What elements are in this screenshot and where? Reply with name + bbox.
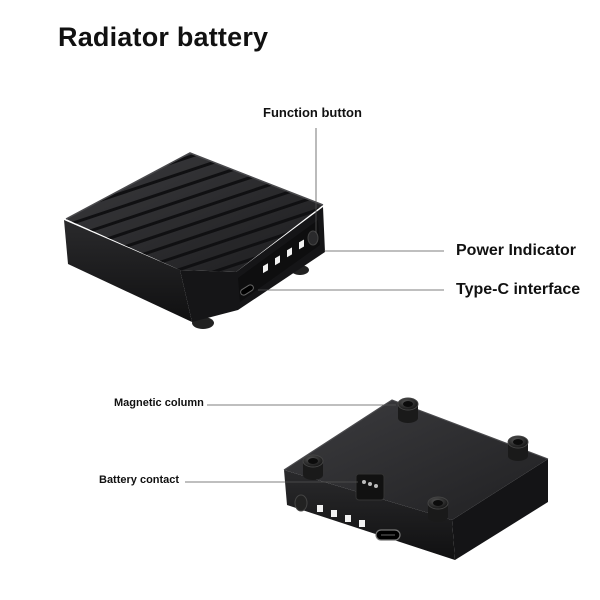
type-c-port: [240, 284, 254, 296]
power-indicator-label: Power Indicator: [456, 242, 577, 259]
power-indicator-leds: [263, 239, 304, 274]
page-title: Radiator battery: [58, 22, 269, 52]
leader-lines-top: [258, 128, 444, 291]
function-button-label: Function button: [263, 105, 362, 120]
function-button-shape: [307, 230, 319, 246]
function-button-shape-bottom: [294, 494, 308, 512]
magnetic-columns: [302, 397, 529, 522]
battery-contact-label: Battery contact: [99, 474, 180, 486]
leader-lines-bottom: [185, 404, 396, 483]
magnetic-column-label: Magnetic column: [114, 397, 204, 409]
type-c-interface-label: Type-C interface: [456, 281, 581, 298]
radiator-battery-bottom-view: [283, 397, 549, 560]
radiator-battery-top-view: [64, 152, 325, 329]
battery-contact: [355, 473, 385, 501]
power-indicator-leds-bottom: [317, 505, 365, 527]
